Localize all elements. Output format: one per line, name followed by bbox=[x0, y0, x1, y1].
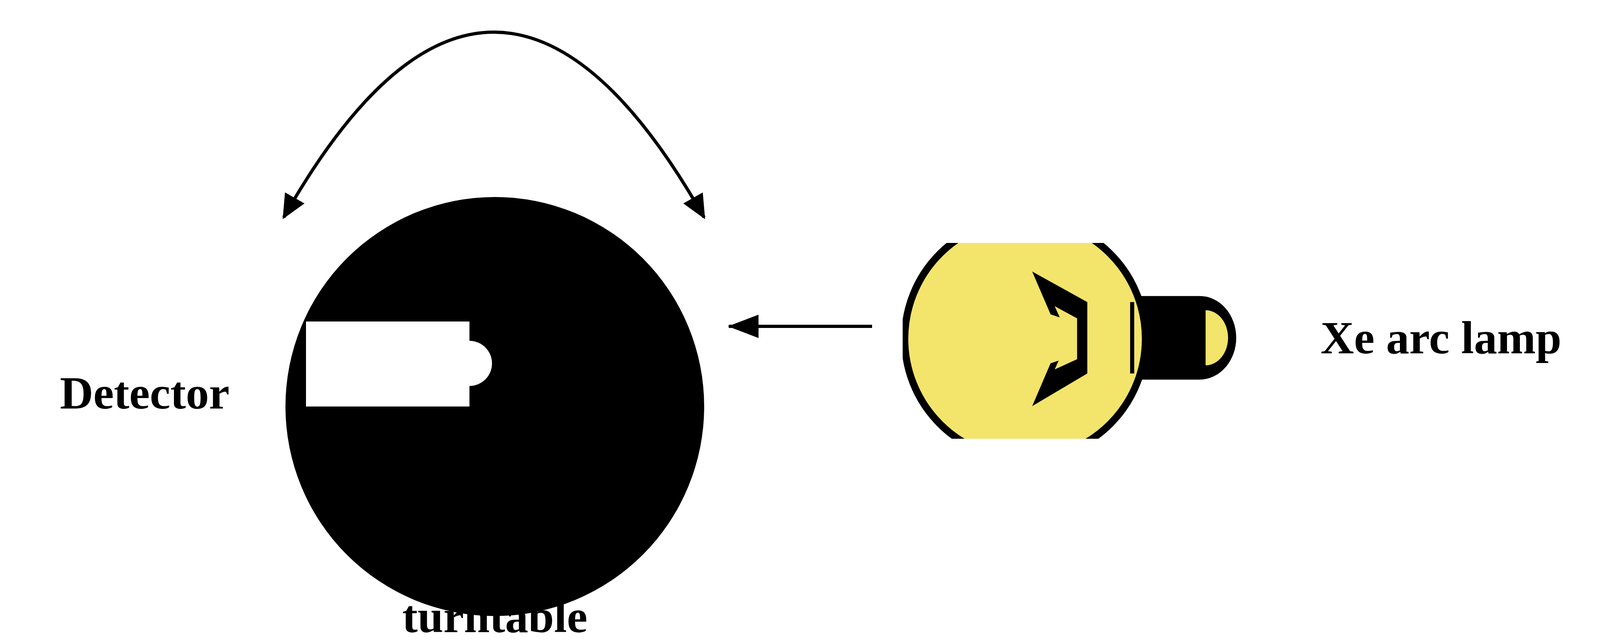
node-label: Xe arc lamp bbox=[1320, 314, 1562, 361]
light-arrow bbox=[728, 324, 873, 328]
detector-box: Detector bbox=[305, 321, 470, 407]
turntable-disc: Detectorturntable bbox=[285, 196, 705, 616]
rotation-arc bbox=[283, 32, 705, 218]
node-label: Detector bbox=[59, 369, 230, 416]
lamp-bulb: Xe arc lamp bbox=[902, 242, 1238, 439]
node-label: turntable bbox=[402, 593, 588, 640]
bulb-drawing bbox=[902, 242, 1238, 439]
detector-window bbox=[467, 337, 496, 390]
